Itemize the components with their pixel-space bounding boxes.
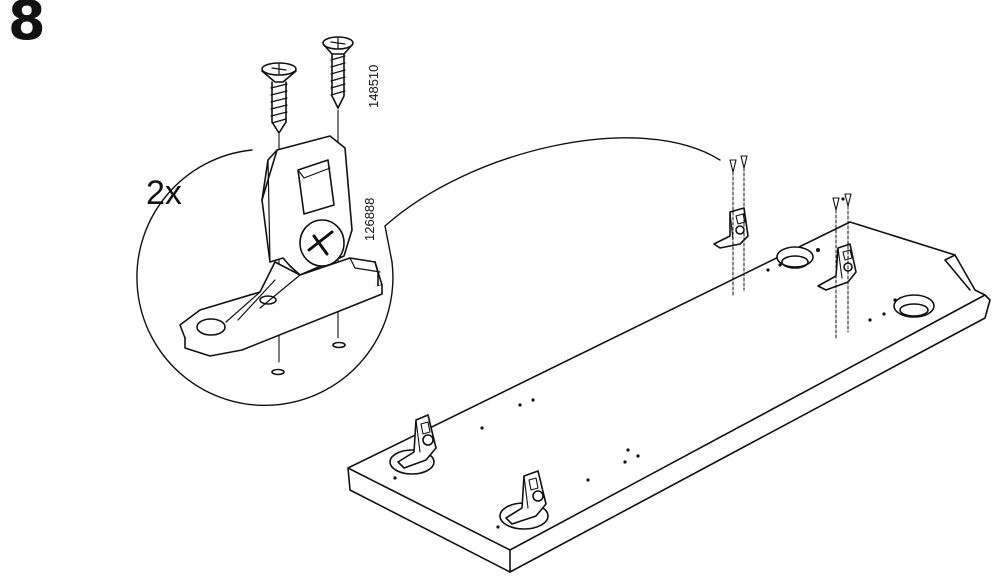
bracket-icon [713, 155, 857, 339]
bracket-icon [179, 135, 383, 357]
leader-line [384, 137, 721, 227]
shelf-panel [347, 197, 991, 573]
bracket-icon [397, 414, 547, 525]
detail-circle [136, 149, 394, 407]
step-number: 8 [8, 0, 46, 52]
quantity-label: 2x [146, 174, 182, 212]
detail-callout [136, 137, 721, 407]
